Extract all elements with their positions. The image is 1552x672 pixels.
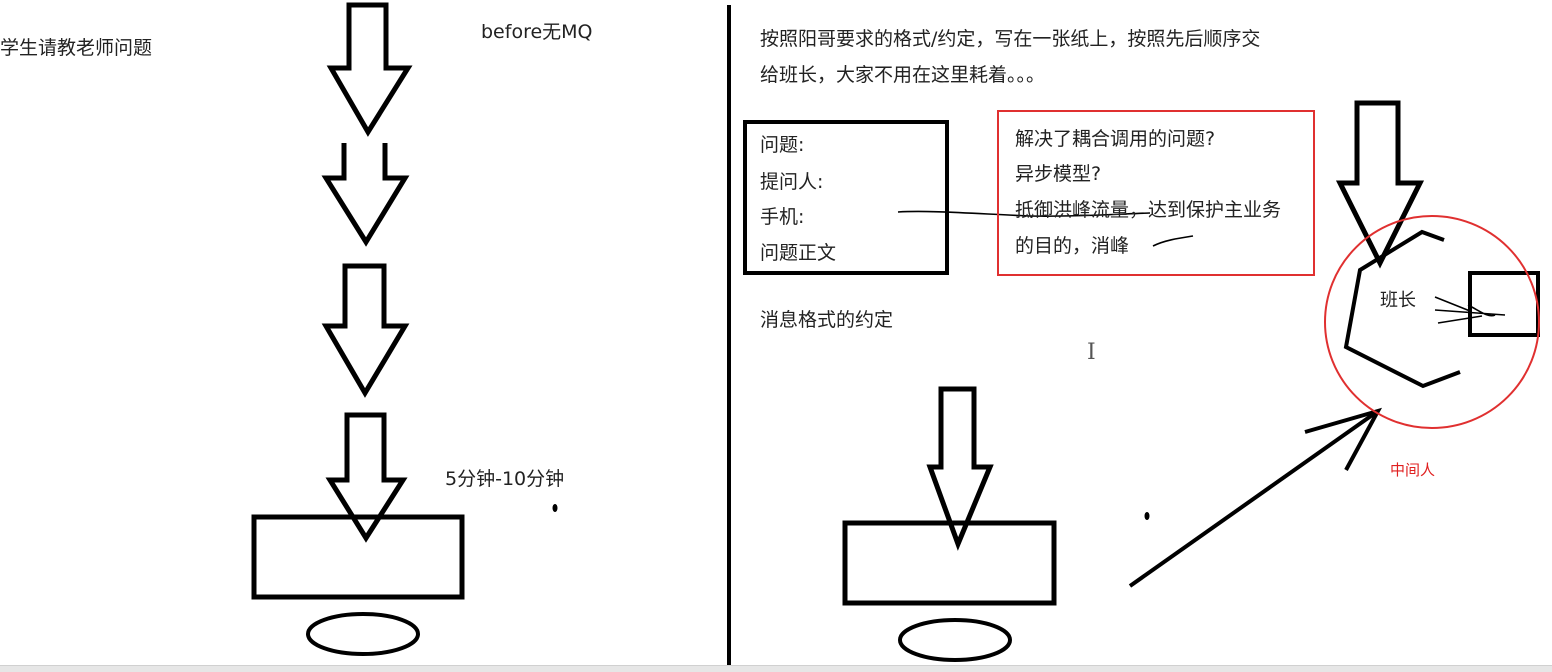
benefit-3: 抵御洪峰流量，达到保护主业务 — [1015, 199, 1282, 221]
monitor-label: 班长 — [1380, 290, 1416, 311]
down-arrow-3 — [321, 263, 410, 398]
benefits-red-box — [997, 110, 1315, 276]
benefit-2: 异步模型? — [1015, 163, 1102, 185]
form-line-asker: 提问人: — [760, 171, 824, 193]
form-connector-line — [897, 210, 1151, 217]
middleman-label: 中间人 — [1390, 461, 1436, 479]
diagonal-arrow-line — [1128, 409, 1380, 588]
intro-line-2: 给班长，大家不用在这里耗着。。。 — [760, 64, 1046, 86]
teacher-box — [251, 514, 465, 600]
time-label: 5分钟-10分钟 — [445, 468, 565, 490]
diagonal-arrowhead — [1304, 407, 1383, 471]
left-title: 学生请教老师问题 — [0, 37, 153, 59]
benefit-4: 的目的，消峰 — [1015, 235, 1130, 257]
squiggle-mark — [1152, 235, 1194, 247]
bottom-status-bar — [0, 665, 1552, 672]
form-line-body: 问题正文 — [760, 242, 837, 264]
intro-line-1: 按照阳哥要求的格式/约定，写在一张纸上，按照先后顺序交 — [760, 28, 1261, 50]
form-line-phone: 手机: — [760, 206, 805, 228]
teacher-ellipse — [306, 612, 420, 656]
teacher-box-right — [842, 520, 1057, 606]
down-arrow-2 — [321, 143, 410, 247]
form-line-question: 问题: — [760, 134, 805, 156]
teacher-ellipse-right — [898, 618, 1012, 662]
dot-1 — [552, 504, 558, 512]
monitor-small-box — [1468, 271, 1540, 337]
down-arrow-monitor — [1335, 100, 1425, 269]
dot-2 — [1144, 512, 1150, 520]
monitor-hexagon — [1343, 229, 1461, 389]
message-form-box — [743, 120, 949, 275]
down-arrow-right — [926, 386, 994, 551]
middleman-red-circle — [1324, 215, 1540, 429]
monitor-lines — [1434, 296, 1506, 324]
benefit-1: 解决了耦合调用的问题? — [1015, 128, 1216, 150]
down-arrow-4 — [325, 412, 408, 543]
text-cursor-icon: I — [1087, 340, 1096, 365]
before-label: before无MQ — [481, 21, 593, 43]
down-arrow-1 — [326, 2, 413, 137]
format-label: 消息格式的约定 — [760, 309, 894, 331]
